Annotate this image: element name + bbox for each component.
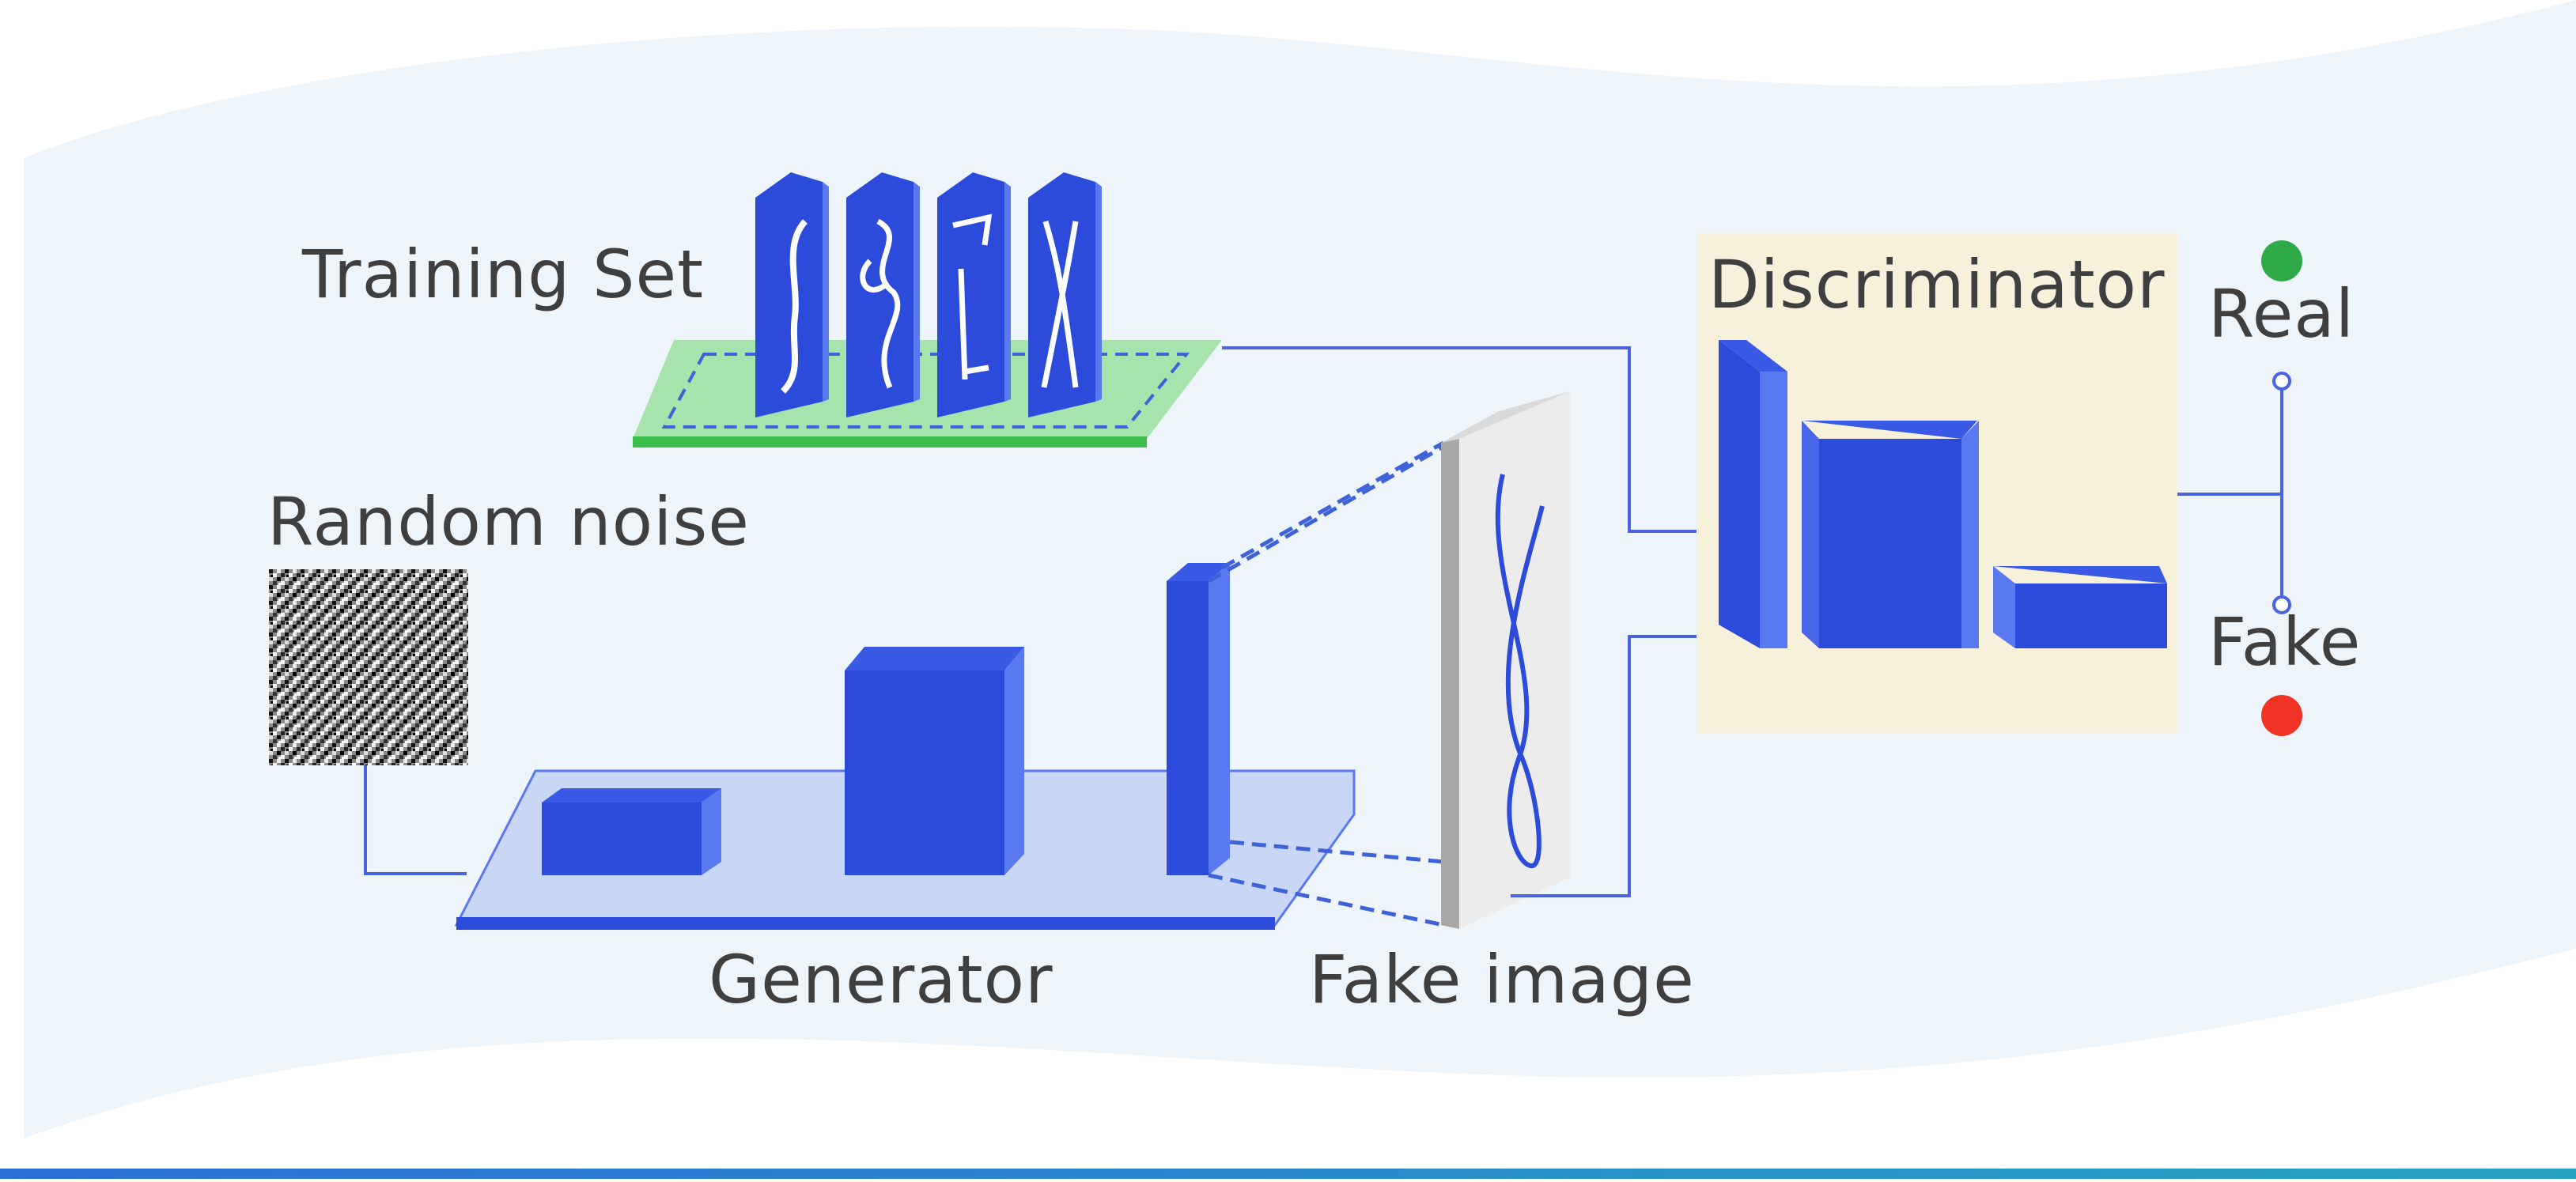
- generator-layer-thin: [1167, 563, 1230, 875]
- fake-label: Fake: [2208, 603, 2362, 681]
- fake-image-sheet: [1441, 391, 1570, 929]
- connector-fake-to-discriminator: [1511, 635, 1697, 897]
- real-label: Real: [2208, 275, 2355, 353]
- connector-noise-to-generator: [364, 765, 467, 875]
- discriminator: [1697, 233, 2177, 734]
- training-tray: [633, 340, 1222, 439]
- generator-plate-edge: [456, 917, 1275, 930]
- connector-training-to-discriminator: [1222, 346, 1697, 533]
- projection-lines: [1207, 440, 1445, 927]
- training-sample-card-4: [1028, 172, 1102, 417]
- discriminator-layer-medium: [1802, 421, 1979, 648]
- discriminator-layer-tall: [1719, 340, 1787, 648]
- real-indicator-dot: [2261, 240, 2302, 281]
- training-set-label: Training Set: [302, 236, 705, 313]
- training-sample-card-2: [846, 172, 920, 417]
- output-switch: [2177, 372, 2291, 614]
- training-tray-edge: [633, 436, 1147, 447]
- fake-indicator-dot: [2261, 695, 2302, 736]
- real-terminal: [2272, 372, 2291, 391]
- generator: [454, 563, 1356, 930]
- random-noise-label: Random noise: [267, 483, 750, 561]
- fake-image-label: Fake image: [1309, 941, 1695, 1018]
- discriminator-label: Discriminator: [1708, 246, 2166, 323]
- generator-layer-small: [542, 788, 721, 875]
- training-tray-dashed: [661, 353, 1190, 429]
- training-sample-card-1: [755, 172, 829, 417]
- bottom-accent-bar: [0, 1169, 2576, 1179]
- training-set: [633, 172, 1222, 447]
- discriminator-layer-small: [1993, 566, 2167, 648]
- generator-label: Generator: [709, 941, 1053, 1018]
- training-sample-card-3: [937, 172, 1011, 417]
- fake-image-drawing: [1495, 474, 1545, 868]
- generator-layer-medium: [845, 647, 1024, 875]
- random-noise-image: [269, 569, 468, 765]
- fake-terminal: [2272, 595, 2291, 614]
